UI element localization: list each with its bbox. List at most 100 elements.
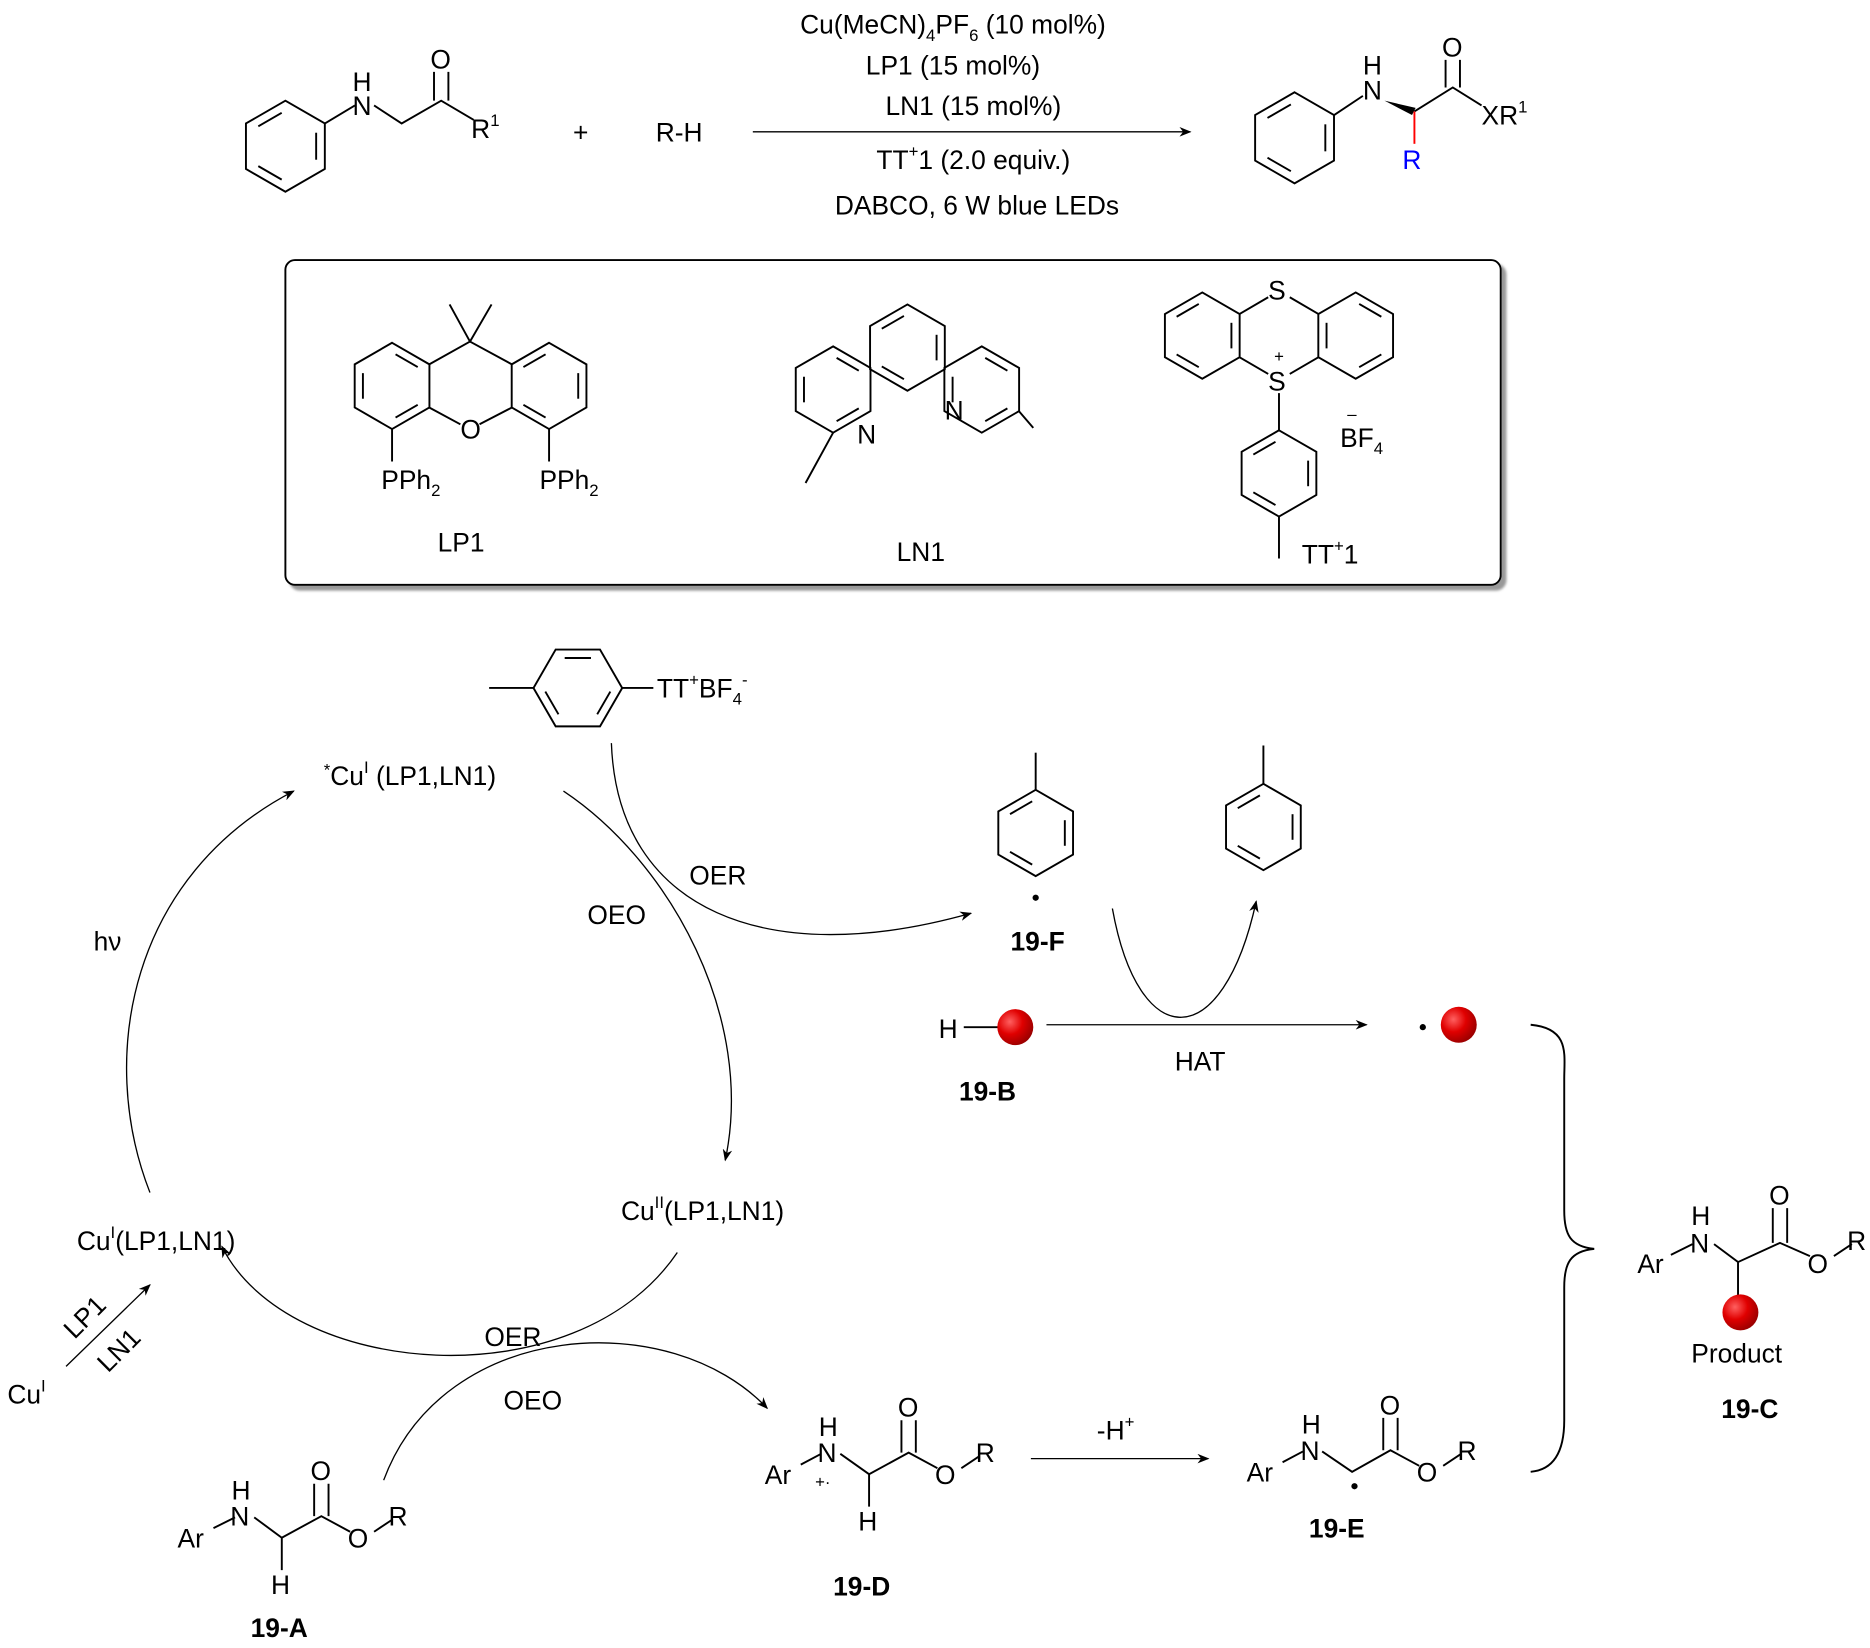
double-bond	[257, 165, 283, 181]
r: R	[388, 1502, 407, 1532]
toluene	[1225, 745, 1302, 872]
r1-label: R1	[471, 111, 499, 144]
aryl-ring	[997, 788, 1075, 878]
tt1-structure: S S + – BF4 TT+1	[1163, 276, 1395, 569]
oeo-top-label: OEO	[587, 900, 646, 930]
product-label: Product	[1691, 1339, 1783, 1369]
oer-top-label: OER	[689, 861, 746, 891]
bf4-counterion: BF4	[1340, 423, 1383, 458]
phen-ring-right	[943, 345, 1021, 434]
lp1-structure: O PPh2 PPh2 LP1	[353, 303, 599, 557]
radical-ball	[1440, 1006, 1477, 1043]
o-ester: O	[1417, 1457, 1438, 1487]
radical-cation-mark: +·	[815, 1472, 830, 1491]
double-bond	[836, 357, 860, 372]
o-carbonyl: O	[898, 1393, 919, 1423]
n: N	[230, 1502, 249, 1532]
double-bond	[984, 407, 1008, 422]
sulfonium: S	[1268, 367, 1286, 397]
double-bond	[1267, 156, 1292, 173]
r: R	[1847, 1226, 1866, 1256]
n-right: N	[945, 395, 964, 425]
o-carbonyl: O	[1769, 1181, 1790, 1211]
hv-label: hν	[94, 926, 122, 956]
radical-dot	[1032, 894, 1039, 901]
substrate-19a: Ar N H H O O R 19-A	[178, 1456, 408, 1643]
double-bond	[881, 365, 905, 381]
cu-ii-complex: CuII(LP1,LN1)	[621, 1193, 784, 1226]
pph2-left: PPh2	[381, 465, 440, 500]
radical-dot	[1351, 1483, 1358, 1490]
ar: Ar	[1247, 1457, 1274, 1487]
o-ester: O	[935, 1460, 956, 1490]
label-19f: 19-F	[1011, 926, 1065, 956]
o-carbonyl: O	[1380, 1390, 1401, 1420]
benzene-ring	[244, 99, 326, 193]
cu-i-salt: CuI	[7, 1377, 45, 1410]
photoexcitation-arrow	[126, 790, 295, 1193]
h: H	[1302, 1409, 1321, 1439]
double-bond	[1176, 353, 1200, 369]
oer-bottom-label: OER	[484, 1322, 541, 1352]
o-ester: O	[348, 1523, 369, 1553]
amine-oxidation-arrow	[383, 1342, 769, 1481]
h: H	[819, 1412, 838, 1442]
ch-h: H	[858, 1507, 877, 1537]
label-19b: 19-B	[959, 1076, 1016, 1106]
product-n: N	[1363, 75, 1382, 105]
double-bond	[395, 353, 419, 368]
double-bond	[1009, 800, 1033, 815]
ligation-arrow	[65, 1284, 151, 1367]
condition-lp1: LP1 (15 mol%)	[866, 50, 1040, 80]
label-19c: 19-C	[1721, 1394, 1778, 1424]
reactant-aminoketone: H N O R1	[244, 44, 500, 193]
product-19c: Ar N H O O R Product 19-C	[1637, 1181, 1866, 1424]
double-bond	[1358, 303, 1382, 318]
double-bond	[1237, 845, 1261, 860]
condition-base-light: DABCO, 6 W blue LEDs	[835, 191, 1119, 221]
xanthene-o: O	[460, 415, 481, 445]
double-bond	[522, 403, 547, 419]
lp1-ligand-label: LP1	[57, 1290, 111, 1344]
bonds	[1333, 59, 1483, 116]
label-19e: 19-E	[1309, 1514, 1365, 1544]
bonds	[1238, 296, 1320, 559]
double-bond	[522, 353, 547, 368]
condition-ln1: LN1 (15 mol%)	[885, 91, 1061, 121]
curly-brace	[1530, 1023, 1595, 1473]
installed-ball	[1722, 1294, 1759, 1331]
phen-ring-center	[869, 303, 946, 392]
lp1-label: LP1	[438, 527, 485, 557]
methyl-bonds	[804, 410, 1035, 484]
ar: Ar	[178, 1523, 205, 1553]
ar: Ar	[765, 1460, 792, 1490]
n: N	[1690, 1228, 1709, 1258]
tt-bf4-label: TT+BF4-	[657, 671, 748, 709]
wedge-bond	[1384, 100, 1416, 116]
oeo-bottom-label: OEO	[504, 1385, 563, 1415]
bonds	[1670, 1208, 1853, 1297]
radical-cation-19d: Ar N H +· H O O R 19-D	[765, 1393, 995, 1602]
double-bond	[1176, 303, 1200, 318]
h: H	[1691, 1201, 1710, 1231]
ln1-label: LN1	[897, 537, 945, 567]
nh-h: H	[353, 67, 372, 97]
reduction-arrow	[221, 1245, 678, 1357]
double-bond	[1252, 440, 1276, 456]
r: R	[976, 1438, 995, 1468]
hat-label: HAT	[1175, 1046, 1226, 1076]
tt1-label: TT+1	[1302, 536, 1359, 569]
conditions: Cu(MeCN)4PF6 (10 mol%) LP1 (15 mol%) LN1…	[800, 10, 1119, 221]
ln1-ligand-label: LN1	[91, 1322, 146, 1377]
double-bond	[257, 111, 283, 128]
condition-tt1: TT+1 (2.0 equiv.)	[876, 142, 1070, 175]
aryl-radical-19f: 19-F	[997, 752, 1075, 956]
product-r: R	[1402, 145, 1421, 175]
bonds	[213, 1483, 393, 1571]
pph2-right: PPh2	[539, 465, 598, 500]
product-top: H N O XR1 R	[1254, 32, 1527, 185]
double-bond	[1009, 851, 1033, 866]
double-bond	[1252, 491, 1276, 506]
o-carbonyl: O	[311, 1456, 332, 1486]
